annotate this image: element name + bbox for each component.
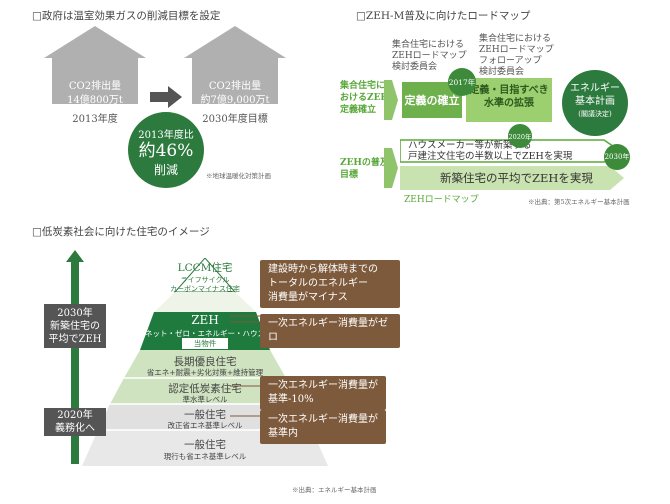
house1-line1: CO2排出量 [68, 81, 122, 92]
arrow-label1-icon [384, 80, 398, 120]
house1: CO2排出量 14億800万t [52, 58, 138, 106]
long-sub: 省エネ+耐震+劣化対策+維持管理 [146, 368, 264, 377]
committee2-line2: ZEHロードマップ [479, 45, 554, 55]
info-box-lowc: 一次エネルギー消費量が 基準-10% [260, 376, 386, 410]
committee1-line1: 集合住宅における [392, 40, 465, 50]
gen1-sub: 改正省エネ基準レベル [167, 421, 243, 430]
lccm-sub-line2: カーボンマイナス住宅 [170, 285, 240, 293]
info-box-gen1: 一次エネルギー消費量が 基準内 [260, 410, 386, 444]
box4-line1: 一次エネルギー消費量が [268, 414, 378, 425]
section2-note: ※出典：第5次エネルギー基本計画 [528, 198, 630, 206]
label1-line3: 定義確立 [340, 105, 377, 115]
house2: CO2排出量 約7億9,000万t [192, 58, 278, 106]
section1-title: □政府は温室効果ガスの削減目標を設定 [32, 10, 221, 22]
energy-plan-circle: エネルギー 基本計画 (閣議決定) [562, 70, 628, 136]
up-arrow-icon [66, 250, 84, 464]
box3-line2: 基準-10% [268, 394, 314, 405]
arrow-box-2020: 2020年 義務化へ [44, 408, 106, 436]
label-definition: 集合住宅に おけるZEH 定義確立 [340, 80, 389, 116]
arrow-box1-line2: 新築住宅の [50, 321, 100, 332]
committee1-line3: 検討委員会 [392, 62, 438, 72]
house2-roof [184, 26, 286, 58]
energy-plan-line1: エネルギー [570, 83, 620, 94]
target1-line1: ハウスメーカー等が新築する [408, 140, 532, 151]
arrow-box2-line2: 義務化へ [55, 423, 95, 434]
circle-line2: 約46% [138, 141, 194, 161]
lowc-sub: 準水準レベル [182, 395, 228, 404]
long-title: 長期優良住宅 [173, 356, 237, 368]
section3-note: ※出典：エネルギー基本計画 [292, 486, 377, 494]
label-target: ZEHの普及 目標 [340, 157, 389, 181]
lowc-title: 認定低炭素住宅 [168, 383, 242, 395]
roadmap-label: ZEHロードマップ [404, 195, 479, 205]
info-box-zeh: 一次エネルギー消費量がゼロ [260, 314, 400, 348]
house2-line2: 約7億9,000万t [200, 95, 270, 106]
committee2-line1: 集合住宅における [479, 34, 552, 44]
arrow-box2-line1: 2020年 [57, 410, 93, 421]
connector-lines [230, 315, 260, 417]
lccm-title: LCCM住宅 [177, 262, 233, 274]
gen2-title: 一般住宅 [184, 439, 226, 451]
circle-line1: 2013年度比 [138, 130, 194, 141]
target1-line2: 戸建注文住宅の半数以上でZEHを実現 [408, 151, 573, 162]
aim-line1: 定義・目指すべき [469, 85, 549, 96]
section2-title: □ZEH-M普及に向けたロードマップ [356, 10, 531, 22]
committee1: 集合住宅における ZEHロードマップ 検討委員会 [392, 40, 467, 73]
reduction-circle: 2013年度比 約46% 削減 [128, 112, 204, 188]
arrow-box-2030: 2030年 新築住宅の 平均でZEH [44, 304, 106, 348]
box4-line2: 基準内 [268, 428, 298, 439]
target1: ハウスメーカー等が新築する 戸建注文住宅の半数以上でZEHを実現 [408, 140, 572, 162]
house2-caption: 2030年度目標 [202, 114, 268, 125]
year-2030-badge: 2030年 [604, 144, 630, 170]
label1-line1: 集合住宅に [340, 81, 386, 91]
committee2-line4: 検討委員会 [479, 67, 525, 77]
label2-line2: 目標 [340, 170, 359, 180]
box1-line2: トータルのエネルギー [268, 278, 368, 289]
aim-box: 定義・目指すべき 水準の拡張 [466, 78, 552, 122]
section3-title: □低炭素社会に向けた住宅のイメージ [32, 226, 210, 238]
aim-line2: 水準の拡張 [484, 98, 534, 109]
committee2: 集合住宅における ZEHロードマップ フォローアップ 検討委員会 [479, 34, 554, 78]
arrow-label2-icon [384, 148, 398, 188]
label2-line1: ZEHの普及 [340, 158, 389, 168]
box1-line1: 建設時から解体時までの [268, 264, 378, 275]
lccm-sub-line1: ライフサイクル [180, 276, 230, 284]
arrow-box1-line1: 2030年 [57, 308, 93, 319]
circle-line3: 削減 [153, 163, 178, 177]
gen2-sub: 現行も省エネ基準レベル [163, 452, 247, 461]
roadmap-arrows [400, 139, 624, 190]
zeh-title: ZEH [191, 313, 219, 327]
label1-line2: おけるZEH [340, 93, 389, 103]
zeh-sub: ネット・ゼロ・エネルギー・ハウス [145, 329, 265, 338]
target2: 新築住宅の平均でZEHを実現 [440, 171, 593, 185]
energy-plan-line2: 基本計画 [575, 96, 615, 107]
arrow-box1-line3: 平均でZEH [48, 334, 102, 345]
this-property-badge: 当物件 [182, 338, 228, 349]
year-2017-badge: 2017年 [448, 68, 476, 96]
gen1-title: 一般住宅 [184, 409, 226, 421]
committee1-line2: ZEHロードマップ [392, 51, 467, 61]
year-2020-badge: 2020年 [508, 124, 532, 148]
committee2-line3: フォローアップ [479, 56, 542, 66]
arrow-right-icon [150, 86, 182, 108]
house1-roof [44, 26, 146, 58]
house1-caption: 2013年度 [72, 114, 118, 125]
section1-note: ※地球温暖化対策計画 [206, 172, 271, 180]
house2-line1: CO2排出量 [208, 81, 262, 92]
info-box-lccm: 建設時から解体時までの トータルのエネルギー 消費量がマイナス [260, 260, 400, 308]
lccm-sub: ライフサイクル カーボンマイナス住宅 [80, 276, 330, 294]
house1-line2: 14億800万t [67, 95, 123, 106]
box1-line3: 消費量がマイナス [268, 292, 348, 303]
energy-plan-sub: (閣議決定) [578, 110, 612, 118]
box3-line1: 一次エネルギー消費量が [268, 380, 378, 391]
